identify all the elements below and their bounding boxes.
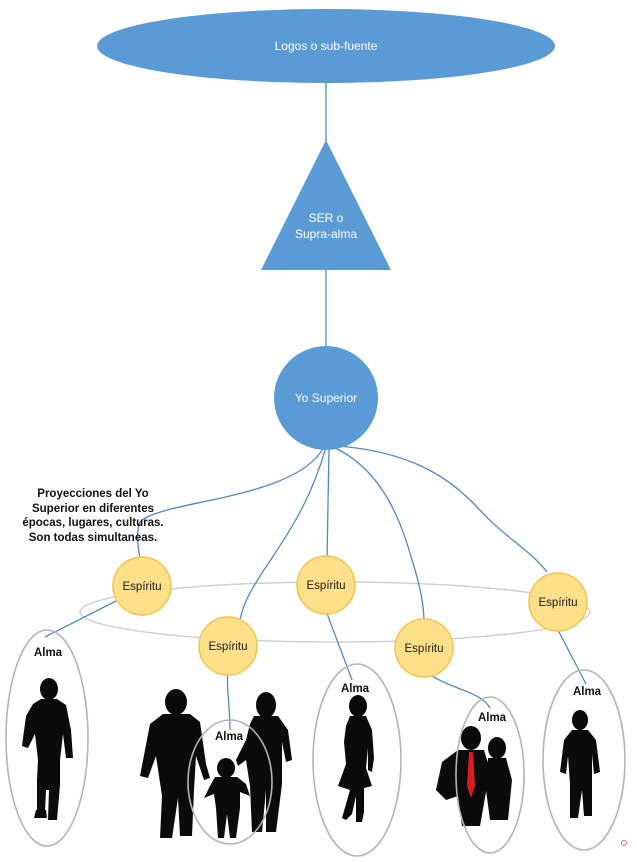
connector-espiritu-alma-3 xyxy=(324,607,353,681)
corner-mark xyxy=(621,840,627,846)
espiritu-node-3: Espíritu xyxy=(296,555,356,615)
logos-node: Logos o sub-fuente xyxy=(97,9,555,83)
espiritu-node-2: Espíritu xyxy=(198,616,258,676)
alma-ellipse xyxy=(542,669,626,851)
espiritu-label: Espíritu xyxy=(123,581,162,593)
alma-label: Alma xyxy=(478,712,507,724)
connector-yo-espiritu-2 xyxy=(239,446,327,621)
espiritu-circle xyxy=(112,556,172,616)
alma-4: Alma xyxy=(436,696,525,854)
projection-note: Proyecciones del Yo Superior en diferent… xyxy=(22,488,164,544)
alma-3: Alma xyxy=(312,663,402,857)
yo-superior-label: Yo Superior xyxy=(295,391,357,405)
alma-connectors xyxy=(44,599,587,731)
alma-label: Alma xyxy=(34,647,63,659)
espiritu-node-4: Espíritu xyxy=(394,618,454,678)
espiritu-circle xyxy=(198,616,258,676)
logos-label: Logos o sub-fuente xyxy=(275,39,378,53)
ser-label-line1: SER o xyxy=(309,211,344,225)
alma-label: Alma xyxy=(573,686,602,698)
connector-yo-espiritu-1 xyxy=(137,446,325,559)
ser-label-line2: Supra-alma xyxy=(295,227,357,241)
business-silhouette xyxy=(436,726,512,826)
espiritu-label: Espíritu xyxy=(405,643,444,655)
connector-espiritu-alma-5 xyxy=(557,629,587,685)
family-silhouette xyxy=(140,689,292,838)
espiritu-circle xyxy=(394,618,454,678)
espiritu-node-1: Espíritu xyxy=(112,556,172,616)
espiritu-circle xyxy=(296,555,356,615)
alma-ellipse xyxy=(312,663,402,857)
logos-ellipse xyxy=(97,9,555,83)
yo-superior-circle xyxy=(274,346,378,450)
projection-connectors xyxy=(137,445,548,623)
espiritu-label: Espíritu xyxy=(209,641,248,653)
espiritu-label: Espíritu xyxy=(307,580,346,592)
alma-ellipse xyxy=(187,719,273,845)
alma-1: Alma xyxy=(5,629,89,847)
man-silhouette xyxy=(22,678,73,820)
ser-triangle xyxy=(261,140,391,270)
connector-espiritu-alma-1 xyxy=(44,599,119,638)
connector-yo-espiritu-5 xyxy=(337,445,548,573)
alma-label: Alma xyxy=(341,683,370,695)
connector-yo-espiritu-4 xyxy=(332,446,425,623)
alma-ellipse xyxy=(5,629,89,847)
man-silhouette xyxy=(560,710,600,818)
espiritu-label: Espíritu xyxy=(539,597,578,609)
alma-ellipse xyxy=(455,696,525,854)
ser-node: SER o Supra-alma xyxy=(261,140,391,270)
woman-silhouette xyxy=(338,695,374,822)
espiritu-circle xyxy=(528,572,588,632)
connector-yo-espiritu-3 xyxy=(326,447,330,561)
yo-superior-node: Yo Superior xyxy=(274,346,378,450)
alma-label: Alma xyxy=(215,731,244,743)
espiritu-nodes: Espíritu Espíritu Espíritu Espíritu Espí… xyxy=(112,555,588,678)
alma-5: Alma xyxy=(542,669,626,851)
espiritu-node-5: Espíritu xyxy=(528,572,588,632)
alma-2: Alma xyxy=(140,689,292,845)
